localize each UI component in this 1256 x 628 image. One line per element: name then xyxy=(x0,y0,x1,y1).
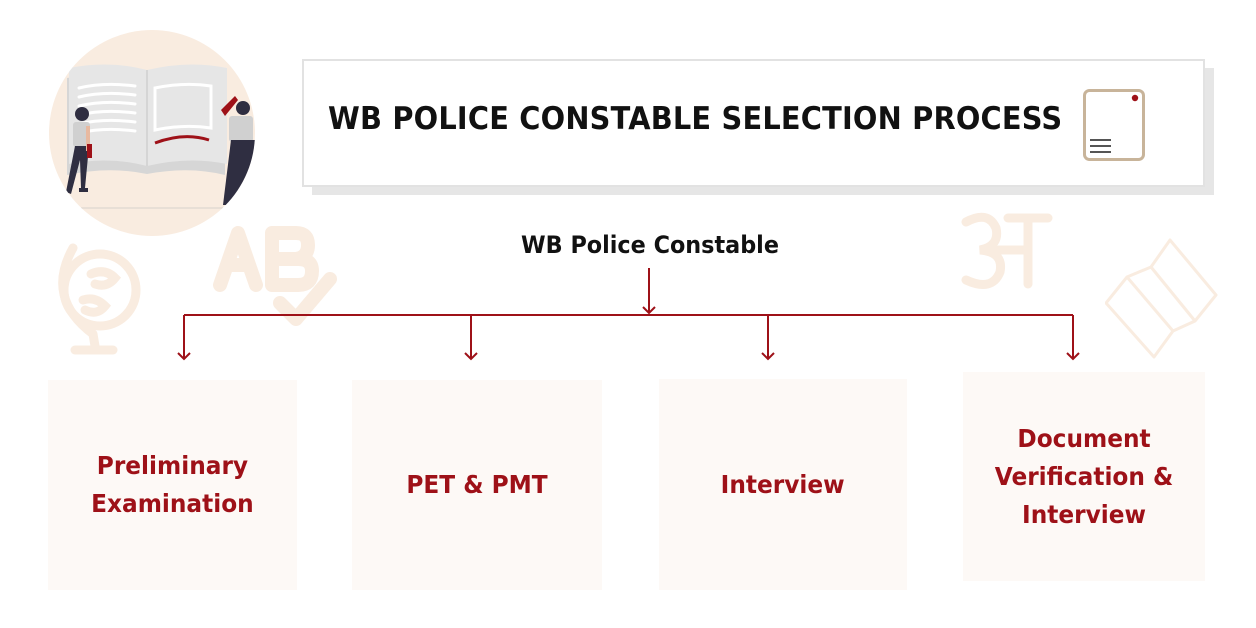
hero-illustration xyxy=(49,30,255,236)
step-document-verification-interview: Document Verification & Interview xyxy=(963,372,1205,581)
step-label: Document Verification & Interview xyxy=(994,423,1174,529)
step-interview: Interview xyxy=(659,379,907,590)
step-pet-pmt: PET & PMT xyxy=(352,380,602,590)
title-card xyxy=(302,59,1205,187)
document-icon xyxy=(1083,89,1145,161)
people-reading-book-icon xyxy=(49,64,255,209)
folded-map-icon xyxy=(1105,238,1218,359)
globe-icon xyxy=(58,243,141,355)
root-node-label: WB Police Constable xyxy=(521,231,779,259)
step-label: PET & PMT xyxy=(406,470,548,499)
page-title: WB POLICE CONSTABLE SELECTION PROCESS xyxy=(328,101,1063,137)
ab-check-icon xyxy=(213,226,337,326)
step-label: Interview xyxy=(721,469,845,499)
step-preliminary-examination: Preliminary Examination xyxy=(48,380,297,590)
step-label: Preliminary Examination xyxy=(91,451,254,518)
devanagari-a-icon xyxy=(961,212,1053,289)
